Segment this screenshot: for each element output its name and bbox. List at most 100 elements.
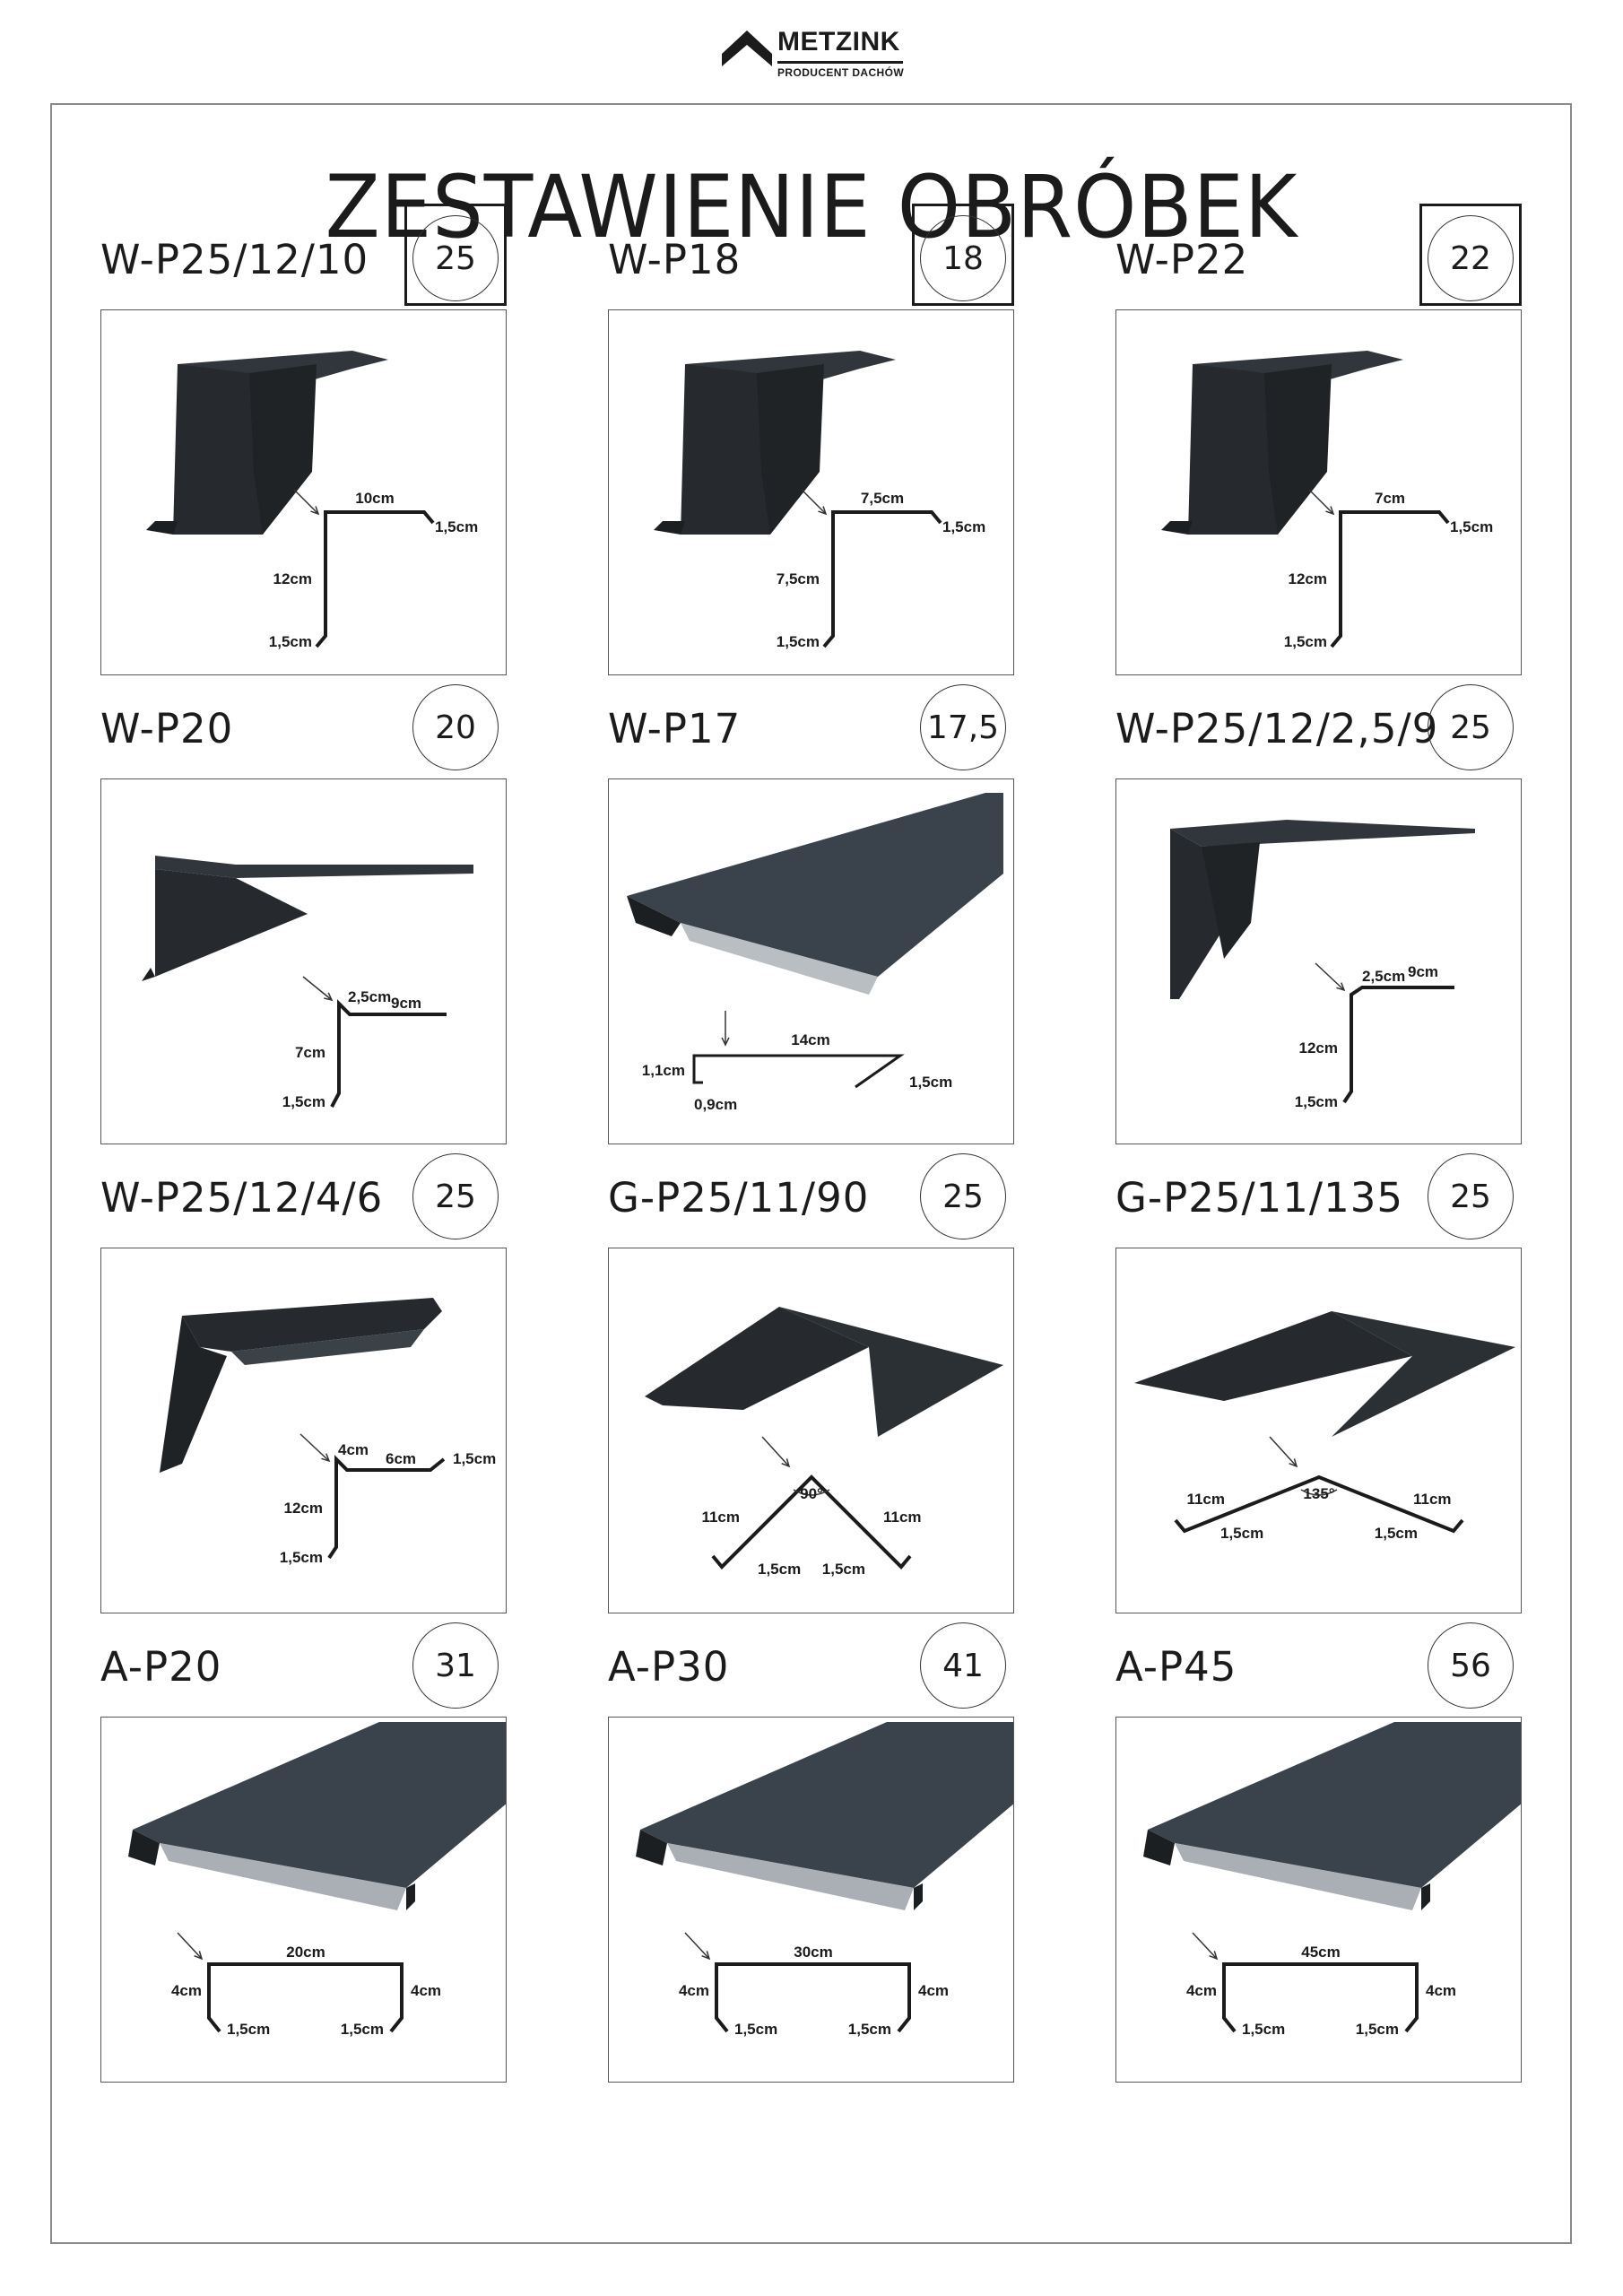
arrow-icon xyxy=(302,976,334,1002)
profile-line xyxy=(327,1455,446,1560)
dimension-label: 14cm xyxy=(791,1031,829,1048)
profile-line xyxy=(692,1054,905,1089)
product-code: W-P17 xyxy=(608,705,742,752)
dimension-label: 11cm xyxy=(1413,1491,1452,1508)
dimension-label: 1,5cm xyxy=(227,2021,270,2038)
product-number-badge: 25 xyxy=(1428,684,1514,770)
flashing-top xyxy=(1170,820,1475,847)
brand-name: METZINK xyxy=(777,27,900,57)
dimension-label: 45cm xyxy=(1301,1944,1340,1961)
dimension-label: 1,5cm xyxy=(1375,1525,1418,1542)
product-code: W-P25/12/4/6 xyxy=(100,1174,384,1222)
dimension-label: 1,5cm xyxy=(848,2021,891,2038)
dimension-label: 30cm xyxy=(794,1944,832,1961)
cap-left-edge xyxy=(636,1830,667,1866)
dimension-label: 1,5cm xyxy=(1242,2021,1285,2038)
cap-top xyxy=(640,1722,1013,1888)
dimension-label: 1,5cm xyxy=(435,518,478,535)
angle-arc xyxy=(1300,1489,1338,1496)
product-code: W-P18 xyxy=(608,236,742,283)
product-number-badge: 25 xyxy=(412,1153,499,1239)
badge-frame xyxy=(404,204,507,306)
flashing-face xyxy=(155,869,308,977)
arrow-icon xyxy=(1192,1932,1219,1961)
dimension-label: 7cm xyxy=(295,1044,325,1061)
flashing-drip xyxy=(654,521,685,535)
profile-line xyxy=(822,510,942,648)
cap-left-edge xyxy=(1143,1830,1175,1866)
flashing-face xyxy=(160,1316,227,1473)
flashing-side xyxy=(1202,842,1260,959)
badge-frame xyxy=(1419,204,1522,306)
product-code: G-P25/11/135 xyxy=(1115,1174,1403,1222)
dimension-label: 4cm xyxy=(918,1982,949,1999)
profile-line xyxy=(711,1474,912,1570)
ridge-left xyxy=(645,1307,869,1410)
dimension-label: 10cm xyxy=(355,490,394,507)
cap-right-edge xyxy=(1421,1883,1430,1910)
cap-left-edge xyxy=(128,1830,160,1866)
flashing-edge xyxy=(627,896,681,936)
dimension-label: 4cm xyxy=(171,1982,202,1999)
cap-top xyxy=(133,1722,506,1888)
page-frame xyxy=(50,103,1572,2244)
dimension-label: 12cm xyxy=(284,1500,323,1517)
flashing-side xyxy=(249,364,317,535)
roof-logo-icon xyxy=(722,30,772,66)
dimension-label: 11cm xyxy=(883,1509,922,1526)
arrow-icon xyxy=(293,489,320,516)
dimension-label: 4cm xyxy=(1426,1982,1456,1999)
arrow-icon xyxy=(721,1011,730,1047)
dimension-label: 4cm xyxy=(411,1982,441,1999)
dimension-label: 1,5cm xyxy=(1220,1525,1263,1542)
badge-frame xyxy=(912,204,1014,306)
dimension-label: 7,5cm xyxy=(777,570,820,587)
dimension-label: 9cm xyxy=(391,995,421,1012)
cap-inner xyxy=(160,1843,406,1910)
product-number-badge: 20 xyxy=(412,684,499,770)
cap-right-edge xyxy=(914,1883,923,1910)
dimension-label: 12cm xyxy=(1299,1039,1338,1057)
dimension-label: 4cm xyxy=(679,1982,709,1999)
profile-line xyxy=(315,510,435,648)
flashing-top xyxy=(627,793,1003,977)
dimension-label: 1,5cm xyxy=(1295,1093,1338,1110)
product-code: A-P30 xyxy=(608,1643,730,1691)
dimension-label: 1,5cm xyxy=(282,1093,325,1110)
dimension-label: 12cm xyxy=(273,570,312,587)
arrow-icon xyxy=(299,1433,331,1463)
flashing-drip xyxy=(142,968,155,981)
flashing-face xyxy=(1170,829,1233,999)
dimension-label: 135° xyxy=(1303,1485,1334,1502)
product-image-panel: 135° 11cm 11cm 1,5cm 1,5cm xyxy=(1115,1248,1522,1613)
dimension-label: 11cm xyxy=(1186,1491,1225,1508)
profile-line xyxy=(1330,510,1450,648)
dimension-label: 1,5cm xyxy=(1284,633,1327,650)
dimension-label: 7,5cm xyxy=(861,490,904,507)
product-code: G-P25/11/90 xyxy=(608,1174,870,1222)
dimension-label: 11cm xyxy=(701,1509,740,1526)
cap-right-edge xyxy=(406,1883,415,1910)
dimension-label: 90° xyxy=(800,1485,823,1502)
flashing-top xyxy=(155,856,473,878)
product-number-badge: 22 xyxy=(1428,215,1514,301)
dimension-label: 1,5cm xyxy=(1356,2021,1399,2038)
cap-inner xyxy=(667,1843,914,1910)
arrow-icon xyxy=(684,1932,711,1961)
angle-arc xyxy=(793,1489,830,1496)
product-drawing: 135° 11cm 11cm 1,5cm 1,5cm xyxy=(1134,1311,1515,1542)
